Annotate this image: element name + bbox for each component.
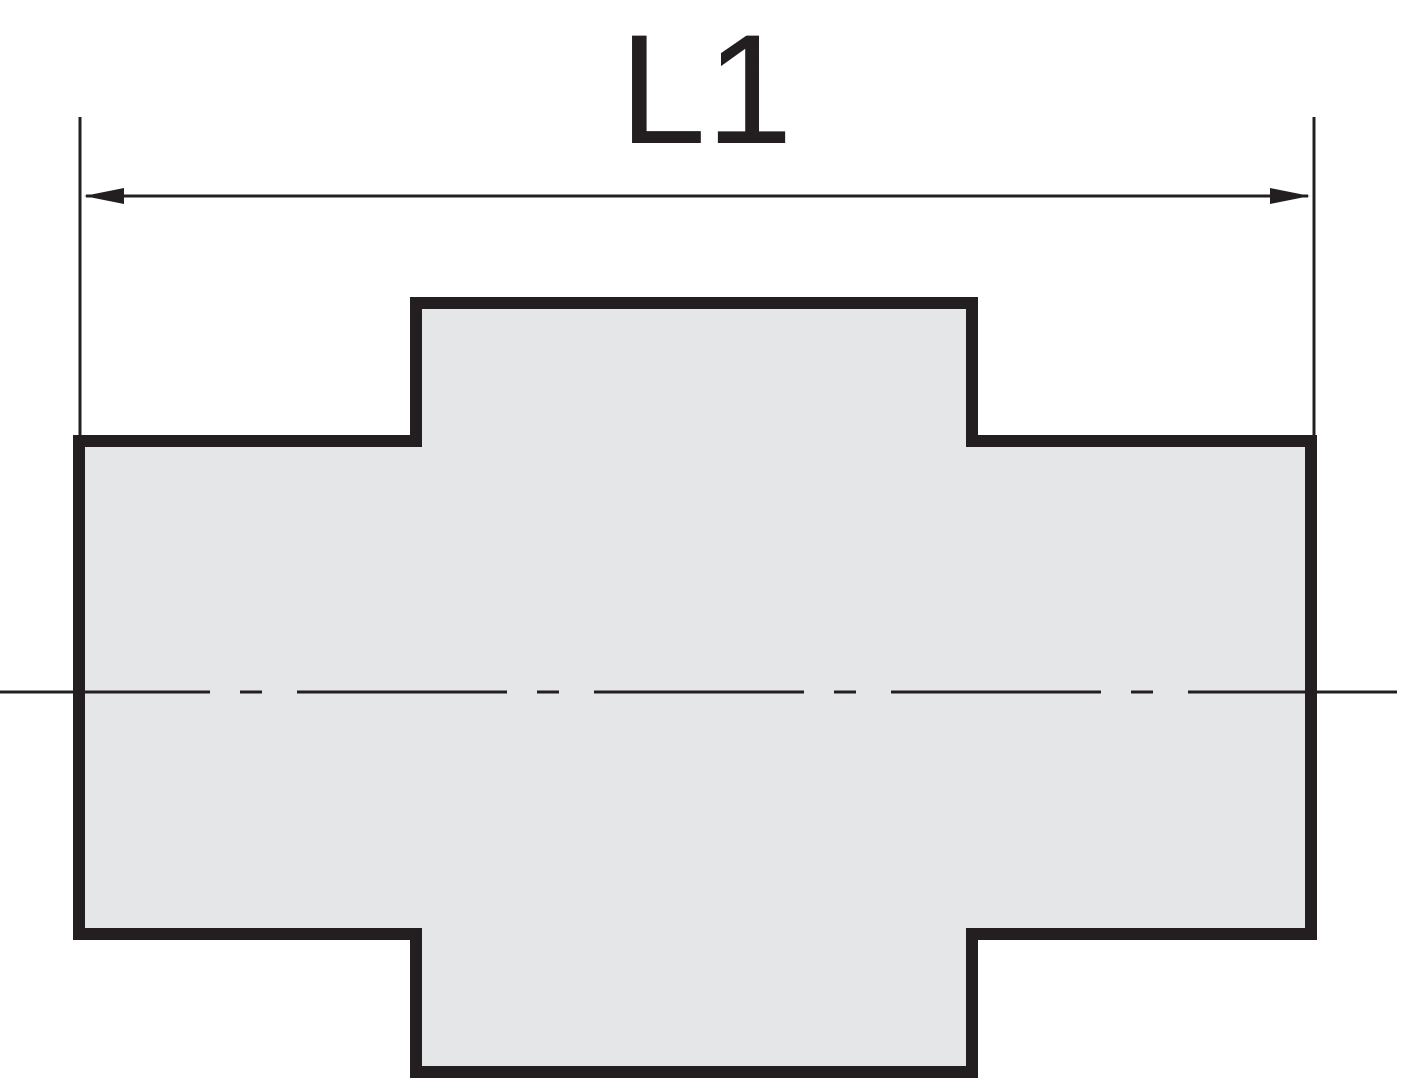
fitting-body xyxy=(73,297,1317,1078)
dimension-label-l1: L1 xyxy=(619,3,793,177)
